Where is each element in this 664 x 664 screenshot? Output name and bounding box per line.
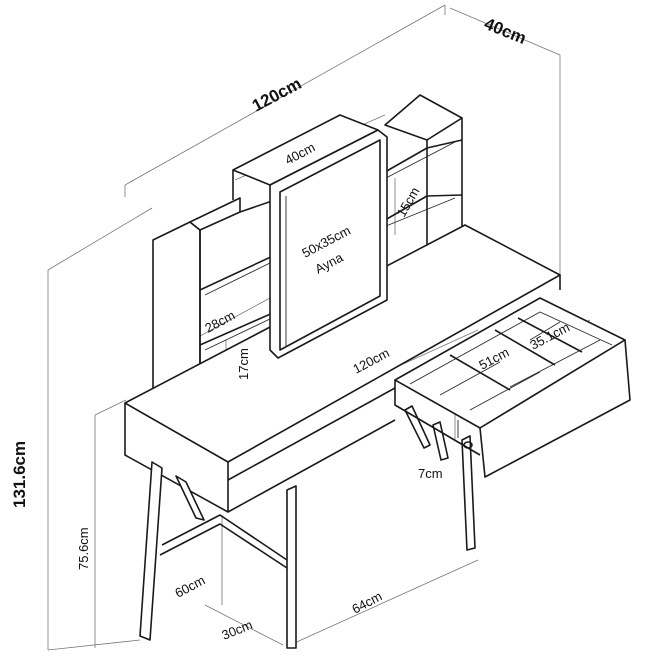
hutch [152, 94, 463, 411]
leg-depth-label: 30cm [220, 617, 255, 643]
shelf-lower-height-label: 17cm [236, 348, 251, 380]
mirror [269, 129, 388, 359]
top-width-label: 120cm [249, 74, 305, 116]
desk-top [124, 224, 561, 513]
total-height-label: 131.6cm [10, 441, 29, 508]
knee-height-label: 60cm [172, 572, 207, 600]
drawer-height-label: 7cm [418, 466, 443, 481]
shelf-height-label: 15cm [394, 184, 423, 219]
leg-span-label: 64cm [349, 588, 384, 616]
desk-height-label: 75.6cm [76, 527, 91, 570]
drawer [394, 297, 631, 478]
depth-label: 40cm [482, 14, 529, 48]
legs [139, 405, 476, 649]
